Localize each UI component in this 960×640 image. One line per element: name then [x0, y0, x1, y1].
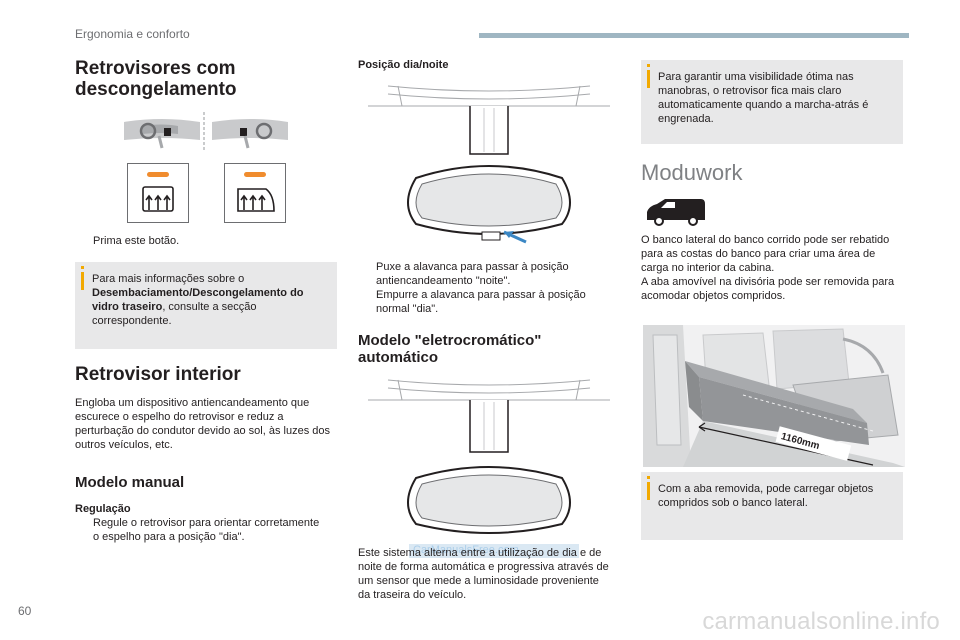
step-regule: Regule o retrovisor para orientar corret… — [75, 516, 320, 544]
interior-description: Engloba um dispositivo antiencandeamento… — [75, 397, 330, 451]
bullet-icon — [75, 234, 93, 248]
moduwork-description-2: A aba amovível na divisória pode ser rem… — [641, 276, 895, 302]
day-night-label: Posição dia/noite — [358, 59, 449, 71]
watermark: carmanualsonline.info — [702, 608, 940, 635]
moduwork-description-1: O banco lateral do banco corrido pode se… — [641, 234, 890, 274]
mirror-defrost-button[interactable] — [224, 163, 286, 223]
bullet-icon — [358, 288, 376, 316]
section-title-eletrocromatico: Modelo "eletrocromático" automático — [358, 332, 542, 366]
section-title-retrovisor-interior: Retrovisor interior — [75, 364, 241, 385]
moduwork-cargo-photo: 1160mm — [643, 325, 905, 467]
link-overlay[interactable]: CarManualsFree.com — [409, 544, 579, 558]
info-box-defrost: Para mais informações sobre o Desembacia… — [75, 262, 337, 349]
page-title-retrovisores: Retrovisores com descongelamento — [75, 58, 237, 100]
step-push-lever: Empurre a alavanca para passar à posição… — [358, 288, 618, 316]
indicator-light — [147, 172, 169, 177]
electro-description: Este sistema alterna entre a utilização … — [358, 547, 609, 601]
manual-mirror-illustration — [368, 85, 610, 244]
bullet-icon — [358, 260, 376, 288]
step-pull-lever: Puxe a alavanca para passar à posição an… — [358, 260, 618, 288]
van-icon — [647, 199, 705, 226]
electrochromic-mirror-illustration — [368, 379, 610, 534]
info-box-reverse: Para garantir uma visibilidade ótima nas… — [641, 60, 903, 144]
front-mirror-icon — [124, 119, 200, 149]
rear-mirror-icon — [212, 119, 288, 149]
info-icon — [647, 476, 650, 479]
section-title-modelo-manual: Modelo manual — [75, 474, 185, 491]
info-box-long-objects: Com a aba removida, pode carregar objeto… — [641, 472, 903, 540]
rear-defrost-icon — [142, 186, 174, 212]
indicator-light — [244, 172, 266, 177]
header-bar — [479, 33, 909, 38]
rear-defrost-button[interactable] — [127, 163, 189, 223]
info-icon — [81, 266, 84, 269]
bullet-icon — [75, 516, 93, 544]
mirror-views-illustration — [124, 112, 288, 150]
page-number: 60 — [18, 604, 32, 618]
section-title: Ergonomia e conforto — [75, 27, 190, 41]
regulacao-label: Regulação — [75, 503, 131, 515]
mirror-defrost-icon — [237, 188, 275, 212]
section-title-moduwork: Moduwork — [641, 160, 743, 185]
step-press-button: Prima este botão. — [75, 234, 325, 248]
info-icon — [647, 64, 650, 67]
